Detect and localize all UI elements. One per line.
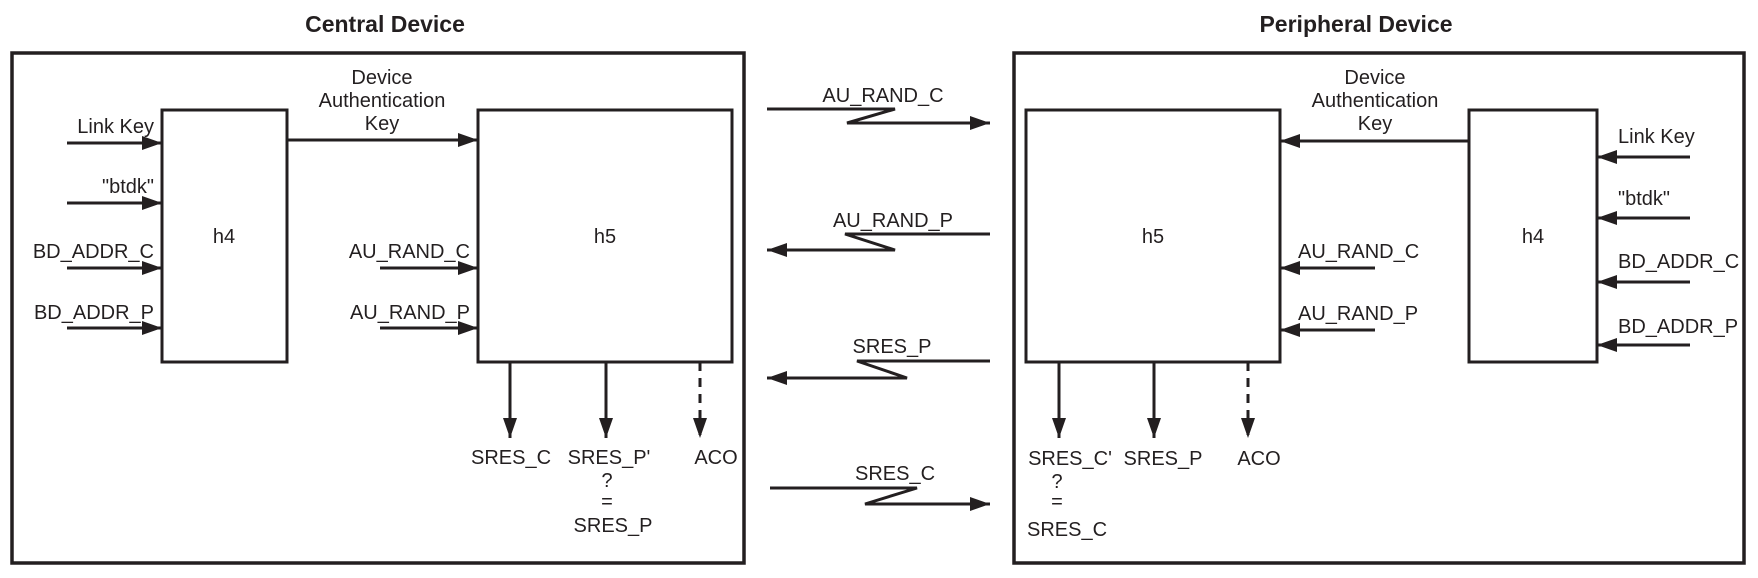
message-arrow-au-rand-c	[767, 107, 990, 130]
central-device-title: Central Device	[305, 11, 465, 37]
peripheral-auth-key-label-line2: Authentication	[1312, 90, 1439, 112]
central-h4-box	[160, 108, 289, 364]
central-auth-key-label-line1: Device	[351, 67, 412, 89]
peripheral-device-box	[1012, 51, 1746, 565]
central-input-label-bd-addr-c: BD_ADDR_C	[33, 241, 154, 263]
central-output-label-sres-c: SRES_C	[471, 447, 551, 469]
central-input-label-btdk: "btdk"	[102, 176, 154, 198]
peripheral-device-group: Peripheral Device h5 h4 Link Key "btdk" …	[1012, 11, 1746, 565]
central-device-group: Central Device h4 h5 Link Key "btdk" BD_…	[10, 11, 746, 565]
peripheral-check-operand: SRES_C	[1027, 519, 1107, 541]
peripheral-device-title: Peripheral Device	[1259, 11, 1452, 37]
peripheral-input-label-btdk: "btdk"	[1618, 188, 1670, 210]
message-arrow-sres-c	[770, 486, 990, 511]
peripheral-h5-label: h5	[1142, 226, 1164, 248]
central-h5-label: h5	[594, 226, 616, 248]
central-auth-key-label-line3: Key	[365, 113, 399, 135]
peripheral-h4-label: h4	[1522, 226, 1544, 248]
peripheral-h5-input-label-au-rand-c: AU_RAND_C	[1298, 241, 1419, 263]
peripheral-input-label-link-key: Link Key	[1618, 126, 1695, 148]
central-output-label-aco: ACO	[694, 447, 737, 469]
central-device-box	[10, 51, 746, 565]
central-h5-input-label-au-rand-c: AU_RAND_C	[349, 241, 470, 263]
peripheral-h5-input-label-au-rand-p: AU_RAND_P	[1298, 303, 1418, 325]
message-arrow-sres-p	[767, 359, 990, 385]
message-label-au-rand-c: AU_RAND_C	[822, 85, 943, 107]
peripheral-input-label-bd-addr-p: BD_ADDR_P	[1618, 316, 1738, 338]
peripheral-auth-key-label-line3: Key	[1358, 113, 1392, 135]
air-messages-group: AU_RAND_C AU_RAND_P SRES_P SRES_C	[767, 85, 990, 511]
message-arrow-au-rand-p	[767, 232, 990, 257]
central-check-question: ?	[601, 470, 612, 492]
central-h5-input-label-au-rand-p: AU_RAND_P	[350, 302, 470, 324]
peripheral-check-question: ?	[1051, 471, 1062, 493]
peripheral-auth-key-label-line1: Device	[1344, 67, 1405, 89]
central-check-equals: =	[601, 491, 613, 513]
message-label-au-rand-p: AU_RAND_P	[833, 210, 953, 232]
peripheral-output-label-sres-c-prime: SRES_C'	[1028, 448, 1112, 470]
message-label-sres-p: SRES_P	[853, 336, 932, 358]
peripheral-input-label-bd-addr-c: BD_ADDR_C	[1618, 251, 1739, 273]
central-auth-key-label-line2: Authentication	[319, 90, 446, 112]
central-check-operand: SRES_P	[574, 515, 653, 537]
peripheral-output-label-aco: ACO	[1237, 448, 1280, 470]
central-input-label-bd-addr-p: BD_ADDR_P	[34, 302, 154, 324]
peripheral-h4-box	[1467, 108, 1599, 364]
peripheral-check-equals: =	[1051, 491, 1063, 513]
central-input-label-link-key: Link Key	[77, 116, 154, 138]
message-label-sres-c: SRES_C	[855, 463, 935, 485]
central-output-label-sres-p-prime: SRES_P'	[568, 447, 651, 469]
peripheral-output-label-sres-p: SRES_P	[1124, 448, 1203, 470]
central-h4-label: h4	[213, 226, 235, 248]
